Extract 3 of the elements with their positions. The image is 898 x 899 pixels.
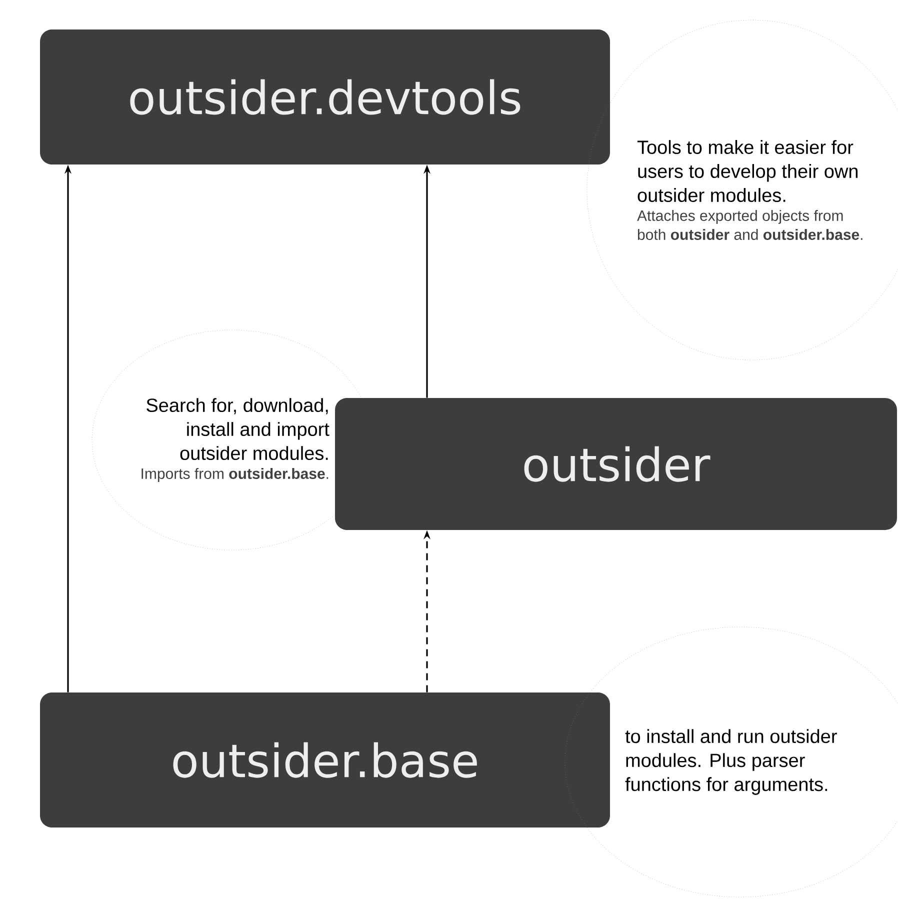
module-box: outsider.base xyxy=(40,692,610,828)
module-box: outsider xyxy=(335,398,897,530)
module-box: outsider.devtools xyxy=(40,30,610,164)
